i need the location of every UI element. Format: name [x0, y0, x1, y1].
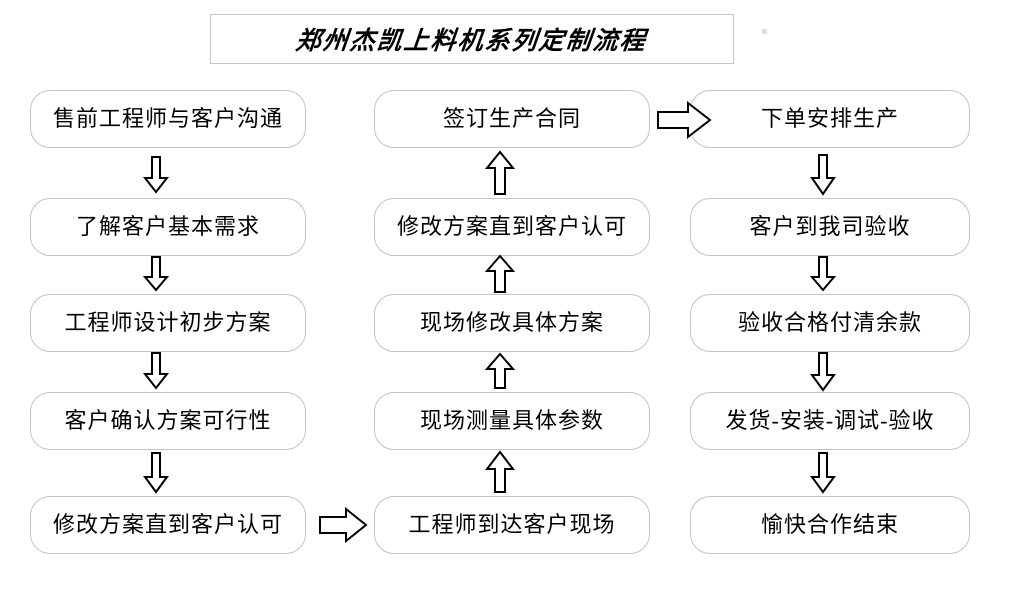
chart-title-box: 郑州杰凯上料机系列定制流程 [210, 14, 734, 64]
node-col1-4[interactable]: 客户确认方案可行性 [30, 392, 306, 450]
arrow-down-icon [142, 452, 170, 494]
node-col2-3[interactable]: 现场修改具体方案 [374, 294, 650, 352]
node-col2-2[interactable]: 修改方案直到客户认可 [374, 198, 650, 256]
node-col3-4[interactable]: 发货-安装-调试-验收 [690, 392, 970, 450]
node-col3-2[interactable]: 客户到我司验收 [690, 198, 970, 256]
arrow-up-icon [484, 150, 516, 196]
node-label: 修改方案直到客户认可 [52, 512, 283, 537]
node-col1-5[interactable]: 修改方案直到客户认可 [30, 496, 306, 554]
node-label: 签订生产合同 [442, 106, 581, 131]
arrow-down-icon [142, 256, 170, 292]
arrow-down-icon [808, 256, 838, 292]
node-label: 了解客户基本需求 [75, 214, 260, 239]
arrow-down-icon [808, 452, 838, 494]
node-col3-3[interactable]: 验收合格付清余款 [690, 294, 970, 352]
node-col1-2[interactable]: 了解客户基本需求 [30, 198, 306, 256]
node-label: 下单安排生产 [760, 106, 899, 131]
arrow-up-icon [484, 352, 516, 390]
node-col1-1[interactable]: 售前工程师与客户沟通 [30, 90, 306, 148]
node-col3-5[interactable]: 愉快合作结束 [690, 496, 970, 554]
node-col2-4[interactable]: 现场测量具体参数 [374, 392, 650, 450]
arrow-down-icon [142, 156, 170, 194]
node-label: 愉快合作结束 [760, 512, 899, 537]
node-label: 工程师到达客户现场 [408, 512, 616, 537]
arrow-right-icon [318, 506, 368, 544]
node-col2-1[interactable]: 签订生产合同 [374, 90, 650, 148]
node-label: 现场测量具体参数 [419, 408, 604, 433]
node-col3-1[interactable]: 下单安排生产 [690, 90, 970, 148]
node-label: 售前工程师与客户沟通 [52, 106, 283, 131]
arrow-down-icon [142, 352, 170, 390]
arrow-up-icon [484, 254, 516, 294]
node-col2-5[interactable]: 工程师到达客户现场 [374, 496, 650, 554]
node-label: 发货-安装-调试-验收 [725, 408, 935, 433]
node-label: 工程师设计初步方案 [64, 310, 272, 335]
node-col1-3[interactable]: 工程师设计初步方案 [30, 294, 306, 352]
node-label: 验收合格付清余款 [737, 310, 922, 335]
arrow-down-icon [808, 154, 838, 196]
artifact-speck [762, 29, 767, 34]
arrow-up-icon [484, 450, 516, 494]
node-label: 修改方案直到客户认可 [396, 214, 627, 239]
chart-title: 郑州杰凯上料机系列定制流程 [294, 28, 649, 55]
arrow-right-icon [656, 100, 712, 140]
arrow-down-icon [808, 352, 838, 392]
node-label: 客户到我司验收 [749, 214, 911, 239]
node-label: 现场修改具体方案 [419, 310, 604, 335]
node-label: 客户确认方案可行性 [64, 408, 272, 433]
